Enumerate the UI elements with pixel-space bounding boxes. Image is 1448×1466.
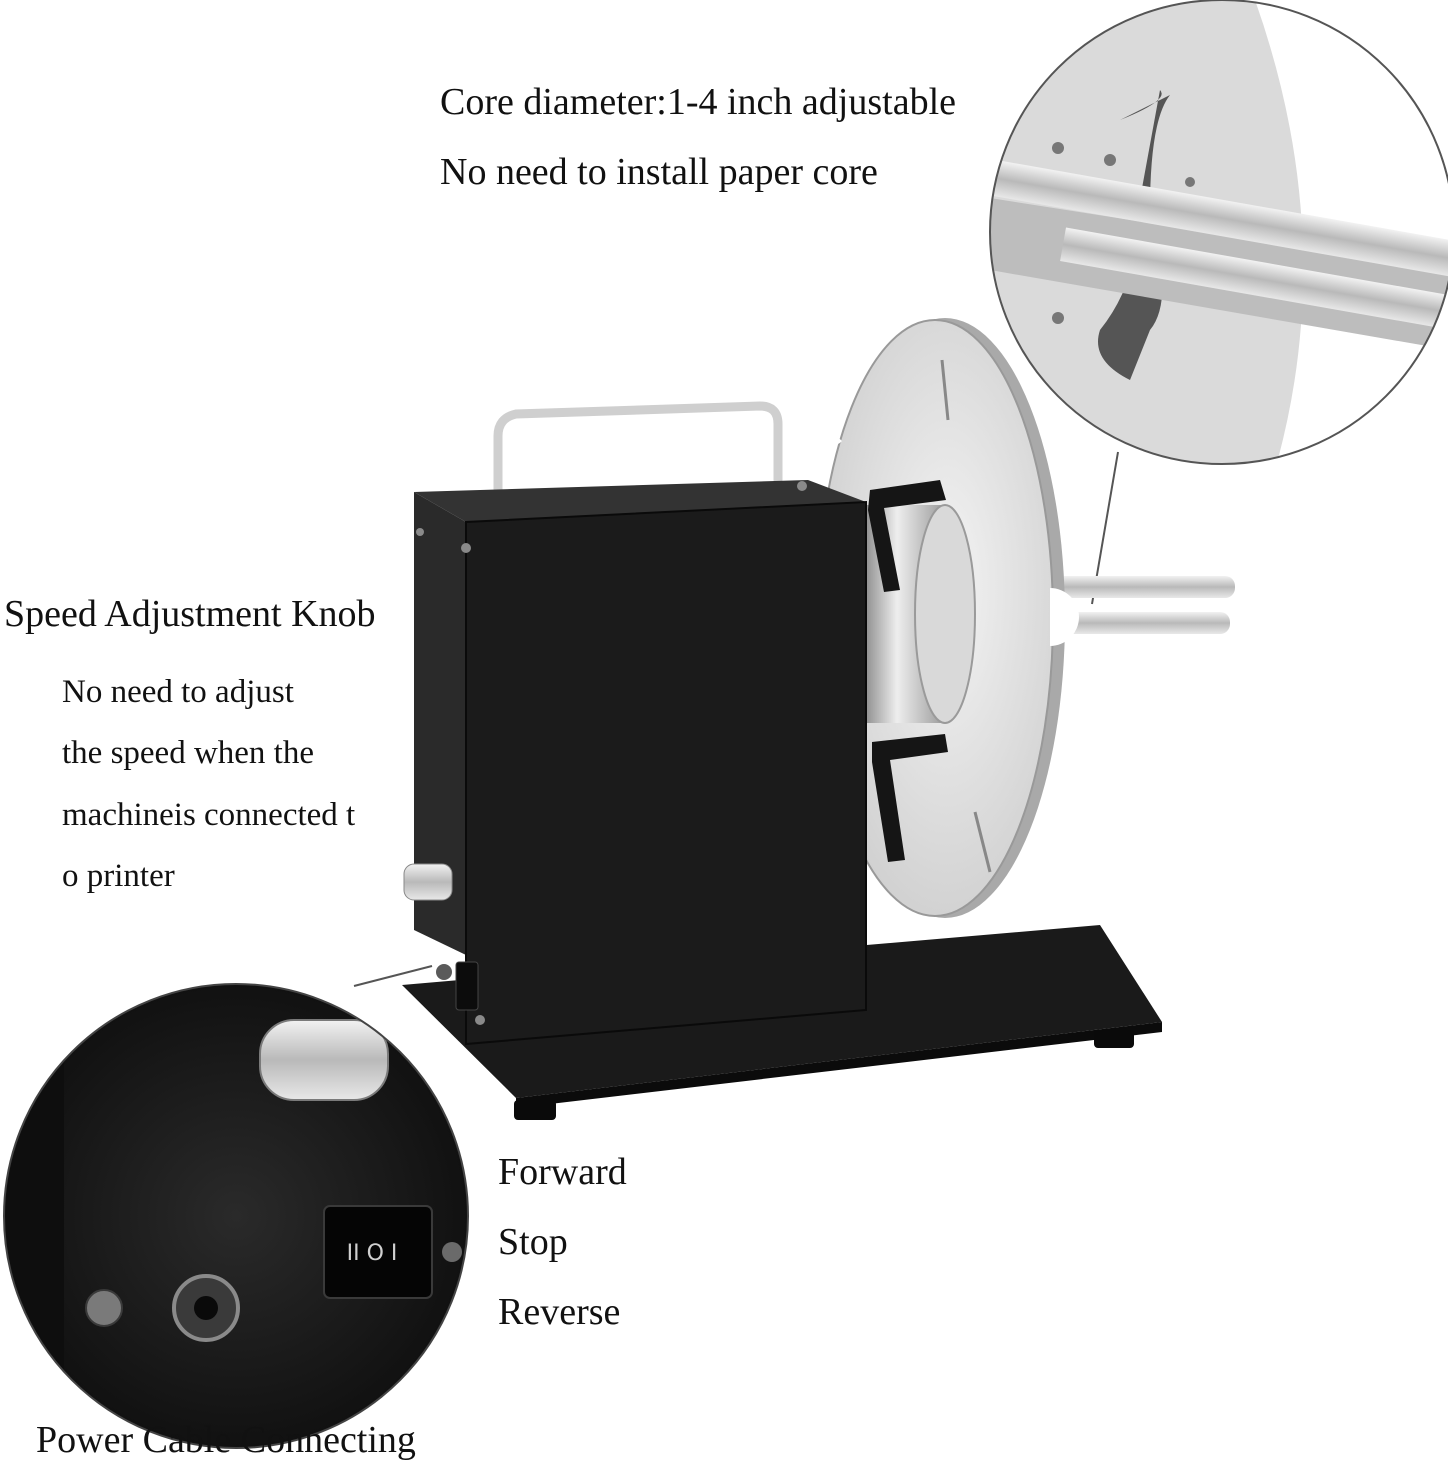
side-switch xyxy=(436,961,479,1011)
switch-option-forward: Forward xyxy=(498,1151,627,1193)
machine-body xyxy=(414,480,867,1046)
switch-glyphs: II O I xyxy=(347,1241,398,1266)
winding-rods xyxy=(1040,576,1235,634)
power-zoom-circle: II O I xyxy=(3,983,469,1449)
no-paper-core-label: No need to install paper core xyxy=(440,151,878,193)
power-cable-label: Power Cable Connecting xyxy=(36,1419,416,1461)
clamp-lever-bottom xyxy=(872,734,948,862)
speed-desc-line: machineis connected t xyxy=(62,797,356,833)
speed-knob xyxy=(403,863,453,901)
speed-desc-line: the speed when the xyxy=(62,735,314,771)
core-diameter-label: Core diameter:1-4 inch adjustable xyxy=(440,81,956,123)
power-leader-line xyxy=(353,965,433,987)
hub-cylinder xyxy=(865,504,976,724)
carry-handle xyxy=(493,401,783,497)
core-zoom-circle xyxy=(989,0,1448,465)
switch-option-reverse: Reverse xyxy=(498,1291,621,1333)
switch-option-stop: Stop xyxy=(498,1221,568,1263)
clamp-lever-top xyxy=(868,480,946,592)
speed-knob-title: Speed Adjustment Knob xyxy=(4,593,376,635)
speed-desc-line: No need to adjust xyxy=(62,674,294,710)
speed-desc-line: o printer xyxy=(62,858,175,894)
